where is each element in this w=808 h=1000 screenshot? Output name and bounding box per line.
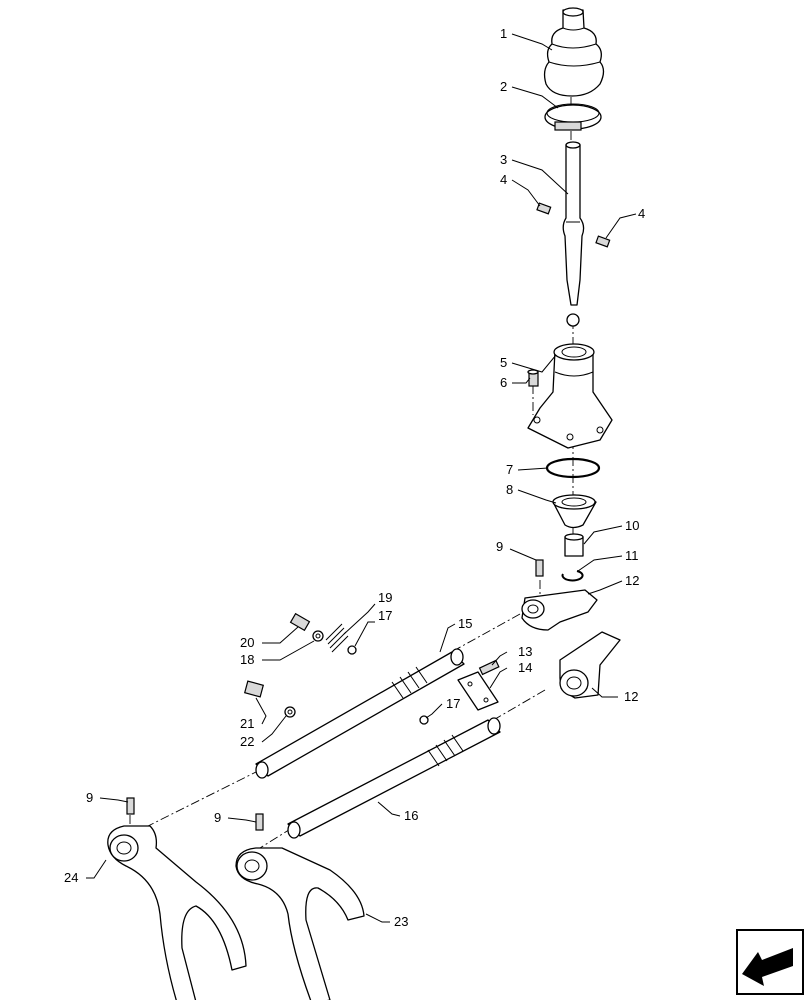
callout-12: 12 xyxy=(625,573,639,588)
part-circlip xyxy=(561,570,584,582)
part-bush xyxy=(564,533,584,557)
part-boot xyxy=(543,7,605,97)
part-selector-lower xyxy=(559,631,621,699)
callout-7: 7 xyxy=(506,462,513,477)
callout-20: 20 xyxy=(240,635,254,650)
callout-15: 15 xyxy=(458,616,472,631)
callout-9: 9 xyxy=(214,810,221,825)
callout-4: 4 xyxy=(500,172,507,187)
callout-4: 4 xyxy=(638,206,645,221)
part-pin-9-mid xyxy=(255,813,264,831)
callout-13: 13 xyxy=(518,644,532,659)
part-pins xyxy=(536,202,611,248)
callout-1: 1 xyxy=(500,26,507,41)
part-fork-24 xyxy=(107,825,247,1000)
callout-23: 23 xyxy=(394,914,408,929)
callout-24: 24 xyxy=(64,870,78,885)
callout-21: 21 xyxy=(240,716,254,731)
part-screw-13 xyxy=(478,659,500,676)
callout-14: 14 xyxy=(518,660,532,675)
part-fork-23 xyxy=(235,847,365,1000)
part-rail-16 xyxy=(287,717,501,839)
callout-16: 16 xyxy=(404,808,418,823)
part-clamp xyxy=(544,103,602,131)
callout-6: 6 xyxy=(500,375,507,390)
callout-labels: 1 2 3 4 4 5 6 7 8 10 9 11 12 19 17 15 20… xyxy=(64,26,645,929)
part-selector-upper xyxy=(521,589,598,631)
callout-19: 19 xyxy=(378,590,392,605)
part-housing xyxy=(527,343,613,449)
callout-12: 12 xyxy=(624,689,638,704)
part-pin-9-left xyxy=(126,797,135,815)
callout-9: 9 xyxy=(86,790,93,805)
part-plate-14 xyxy=(457,671,499,711)
callout-2: 2 xyxy=(500,79,507,94)
callout-10: 10 xyxy=(625,518,639,533)
callout-18: 18 xyxy=(240,652,254,667)
callout-11: 11 xyxy=(625,548,639,563)
part-cup xyxy=(552,494,597,529)
callout-22: 22 xyxy=(240,734,254,749)
callout-3: 3 xyxy=(500,152,507,167)
callout-8: 8 xyxy=(506,482,513,497)
alignment-lines xyxy=(129,80,574,849)
part-screw-6 xyxy=(527,369,539,387)
callout-5: 5 xyxy=(500,355,507,370)
part-pin-9-top xyxy=(535,559,544,577)
leader-lines xyxy=(86,33,637,923)
callout-17: 17 xyxy=(378,608,392,623)
callout-9: 9 xyxy=(496,539,503,554)
part-detent-set xyxy=(243,612,429,725)
callout-17: 17 xyxy=(446,696,460,711)
part-rail-15 xyxy=(255,648,465,779)
previous-page-arrow-icon[interactable] xyxy=(736,929,804,995)
part-lever xyxy=(562,141,585,327)
